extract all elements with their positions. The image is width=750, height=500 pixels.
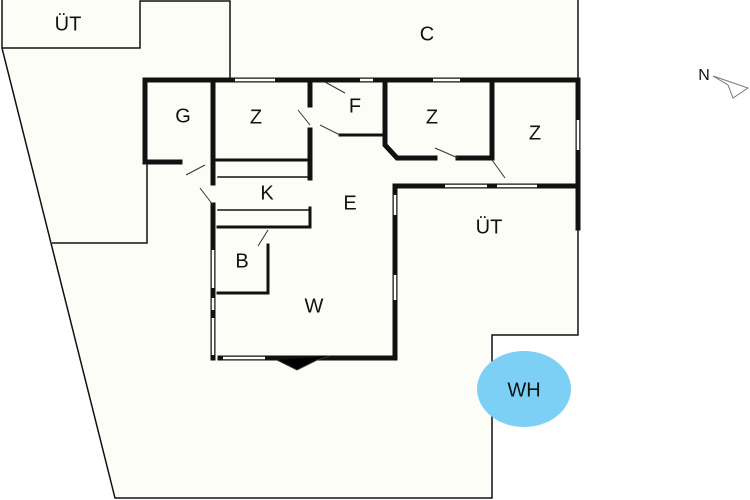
room-label-z1: Z [250, 106, 262, 128]
room-label-ut-top: ÜT [55, 13, 82, 35]
north-arrow-icon [712, 75, 750, 99]
room-label-f: F [349, 95, 361, 117]
room-label-c: C [420, 23, 434, 45]
room-label-g: G [175, 105, 191, 127]
room-label-z2: Z [426, 106, 438, 128]
wh-circle [477, 351, 571, 427]
compass-label: N [698, 67, 710, 84]
inner-boundary [52, 162, 148, 244]
room-label-k: K [260, 182, 274, 204]
ut-top-boundary [2, 0, 231, 80]
room-label-ut-right: ÜT [476, 216, 503, 238]
room-label-e: E [343, 192, 356, 214]
door-swings [185, 81, 506, 371]
room-label-wh: WH [507, 379, 540, 401]
room-label-z3: Z [529, 122, 541, 144]
windows [211, 78, 580, 360]
room-label-w: W [305, 295, 324, 317]
room-label-b: B [235, 250, 248, 272]
